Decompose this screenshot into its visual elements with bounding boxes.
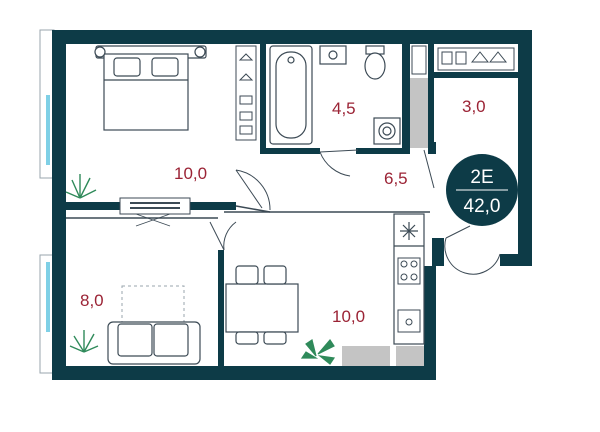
apartment-total-area: 42,0 (464, 196, 501, 217)
plant-icon-room (69, 330, 99, 353)
washing-machine-icon (373, 117, 401, 145)
hanger-icon (437, 47, 515, 71)
area-labels: 10,0 4,5 3,0 6,5 8,0 10,0 (80, 97, 486, 326)
dining-table-icon (225, 265, 299, 345)
window-glass-bedroom (46, 95, 50, 165)
plant-icon (65, 174, 97, 199)
door-room (223, 221, 237, 251)
bathtub-icon (269, 45, 313, 145)
door-entrance (445, 225, 471, 239)
stove-icon (397, 257, 421, 285)
area-wardrobe: 3,0 (462, 97, 486, 116)
radiator (119, 197, 191, 227)
apartment-badge: 2E 42,0 (446, 154, 518, 226)
hanger-icon-bedroom (235, 45, 257, 141)
window-glass-room (46, 262, 50, 332)
sofa-icon (107, 321, 201, 365)
door-bedroom (235, 169, 263, 209)
door-wardrobe (423, 149, 435, 189)
door-bathroom (319, 149, 359, 153)
toilet-icon (364, 45, 386, 80)
doors (209, 149, 501, 275)
sink-icon-bath (319, 45, 347, 65)
sink-icon (397, 309, 421, 333)
walls (52, 30, 532, 380)
rug-outline (121, 285, 185, 337)
service-blocks (342, 45, 428, 366)
windows-left (39, 29, 55, 374)
partitions (66, 205, 430, 219)
bed-icon (94, 45, 207, 131)
area-kitchen: 10,0 (332, 307, 365, 326)
area-bedroom: 10,0 (174, 164, 207, 183)
apartment-type: 2E (470, 167, 493, 188)
snowflake-icon (400, 222, 418, 240)
area-room: 8,0 (80, 291, 104, 310)
area-hallway: 6,5 (384, 169, 408, 188)
area-bathroom: 4,5 (332, 99, 356, 118)
plant-icon-kitchen (300, 339, 336, 365)
